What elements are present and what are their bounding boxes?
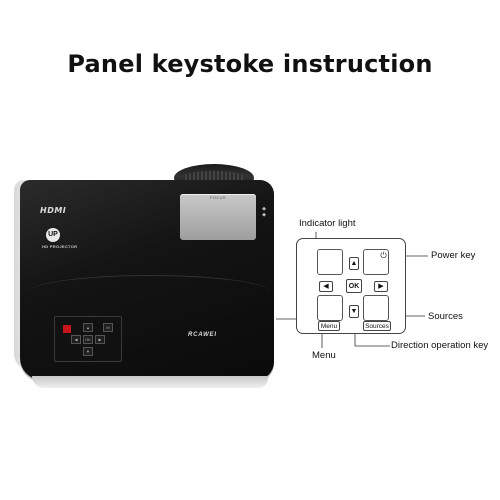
direction-key-callout: Direction operation key [391,340,489,351]
ok-key[interactable]: OK [346,279,362,293]
power-key-callout: Power key [431,250,476,261]
pad-key: ▼ [83,347,93,356]
keystone-mark-icon: ◆◆ [262,206,266,218]
power-button-red [63,325,71,333]
menu-callout: Menu [312,350,336,361]
up-badge-text: HD PROJECTOR [42,244,78,249]
page-title: Panel keystoke instruction [67,50,433,78]
hdmi-logo: HDMI [40,206,67,215]
up-arrow-key[interactable]: ▲ [349,257,359,270]
pad-key: OK [83,335,93,344]
projector-base [32,376,268,388]
menu-key[interactable]: Menu [318,321,340,331]
indicator-light-callout: Indicator light [299,218,356,229]
sources-key-cell [363,295,389,321]
sources-callout: Sources [428,311,463,322]
pad-key: ◀ [71,335,81,344]
right-arrow-key[interactable]: ▶ [374,281,388,292]
keypad-diagram: ▲ ▼ ◀ ▶ OK ⏻ Menu Sources [296,238,406,334]
focus-label: FOCUS [210,195,226,200]
down-arrow-key[interactable]: ▼ [349,305,359,318]
pad-key: ▲ [83,323,93,332]
left-arrow-key[interactable]: ◀ [319,281,333,292]
sources-key[interactable]: Sources [363,321,391,331]
power-icon[interactable]: ⏻ [379,251,388,260]
up-badge-icon: UP [46,228,60,242]
pad-key: ▶ [95,335,105,344]
pad-key: M [103,323,113,332]
up-badge: UP HD PROJECTOR [42,228,102,254]
projector-image: HDMI UP HD PROJECTOR FOCUS ◆◆ RCAWEI ▲ O… [14,150,276,390]
projector-ridge [30,275,270,292]
focus-panel: FOCUS [180,194,256,240]
projector-control-pad: ▲ OK ◀ ▶ ▼ M [54,316,122,362]
indicator-light-cell [317,249,343,275]
menu-key-cell [317,295,343,321]
brand-logo: RCAWEI [188,332,217,338]
